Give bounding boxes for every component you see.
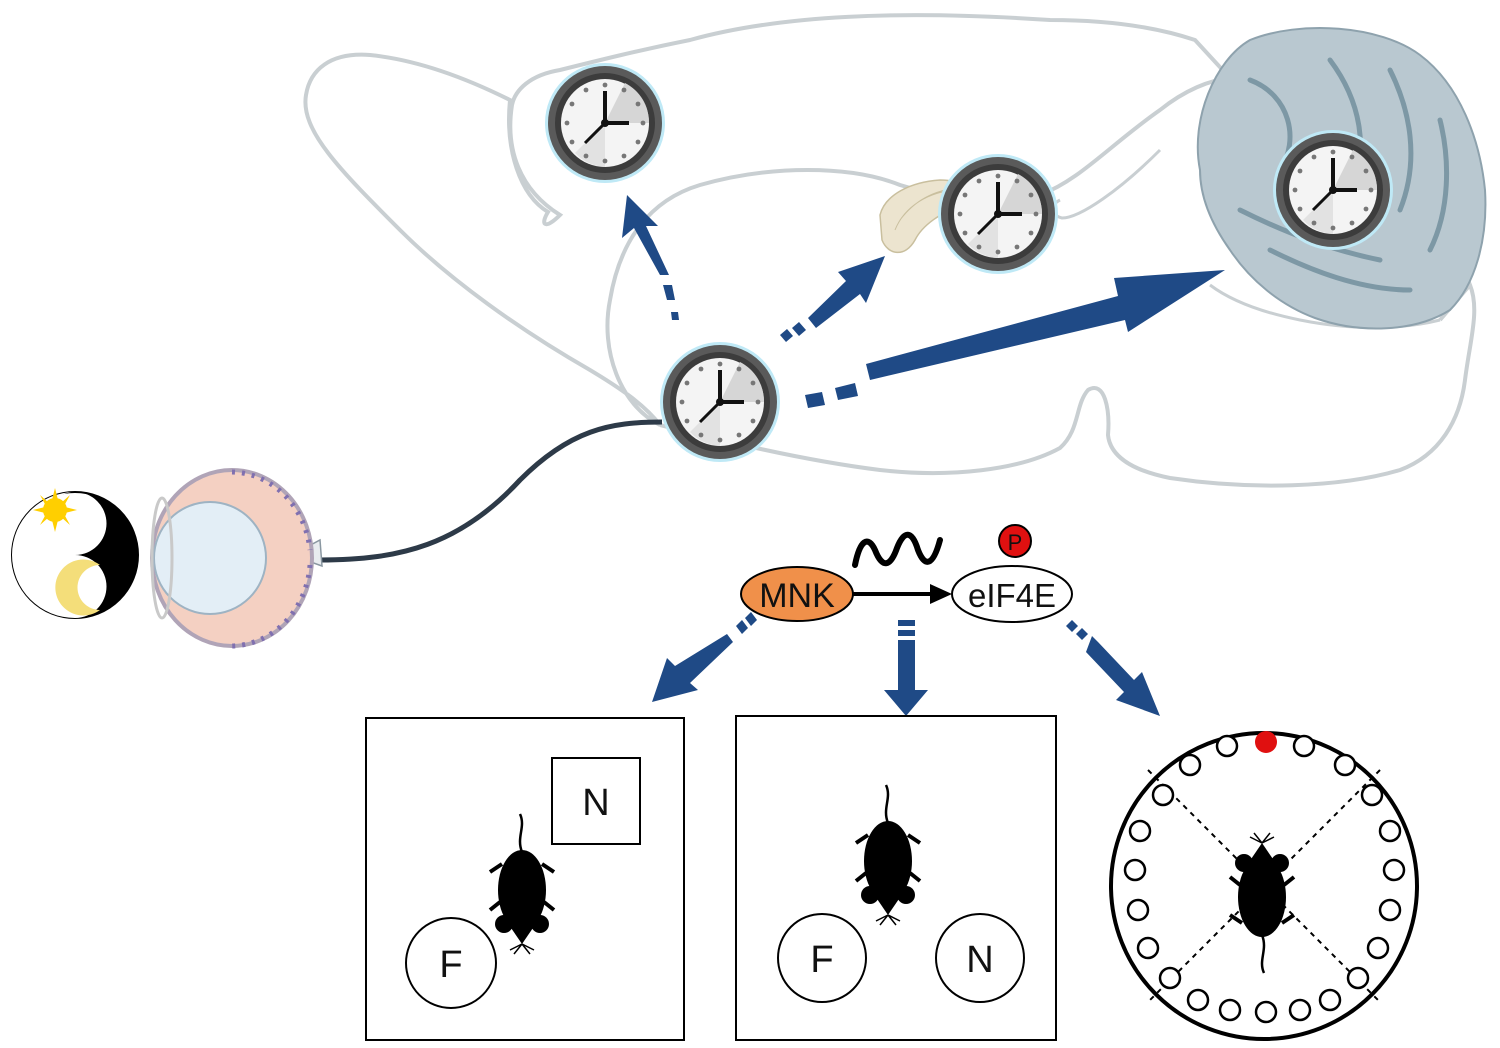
eif4e-label: eIF4E (968, 577, 1056, 614)
novel-object-label: N (582, 782, 609, 824)
hippocampus-clock-icon (936, 152, 1060, 276)
behavior-arrows (652, 612, 1160, 716)
novel-object-circle (935, 913, 1025, 1003)
eif4e-node (951, 565, 1073, 623)
sun-icon (33, 488, 77, 532)
mnk-label: MNK (759, 577, 835, 615)
phospho-label: P (1008, 530, 1023, 555)
optic-nerve (319, 419, 663, 563)
novel-object-square (551, 757, 641, 845)
familiar-object-label: F (810, 939, 833, 981)
phospho-badge (998, 524, 1032, 558)
eye (150, 468, 314, 649)
familiar-object-circle (405, 917, 497, 1009)
oscillation-icon (852, 531, 943, 568)
day-night-icon (11, 488, 139, 619)
escape-hole-target (1255, 731, 1277, 753)
cortex-clock-icon (543, 61, 667, 185)
familiar-object-circle (777, 913, 867, 1003)
barnes-maze (1109, 731, 1419, 1041)
novel-object-test: F N (735, 715, 1057, 1041)
maze-holes (1123, 734, 1406, 1024)
brain-arrows (622, 195, 1225, 408)
scn-clock-icon (658, 340, 782, 464)
mnk-eif4e-pathway: MNK eIF4E P (740, 524, 1073, 623)
moon-icon (55, 559, 100, 616)
familiar-object-label: F (439, 944, 462, 986)
cerebellum-clock-icon (1271, 128, 1395, 252)
novel-object-label: N (966, 939, 993, 981)
novel-location-test: N F (365, 717, 685, 1041)
